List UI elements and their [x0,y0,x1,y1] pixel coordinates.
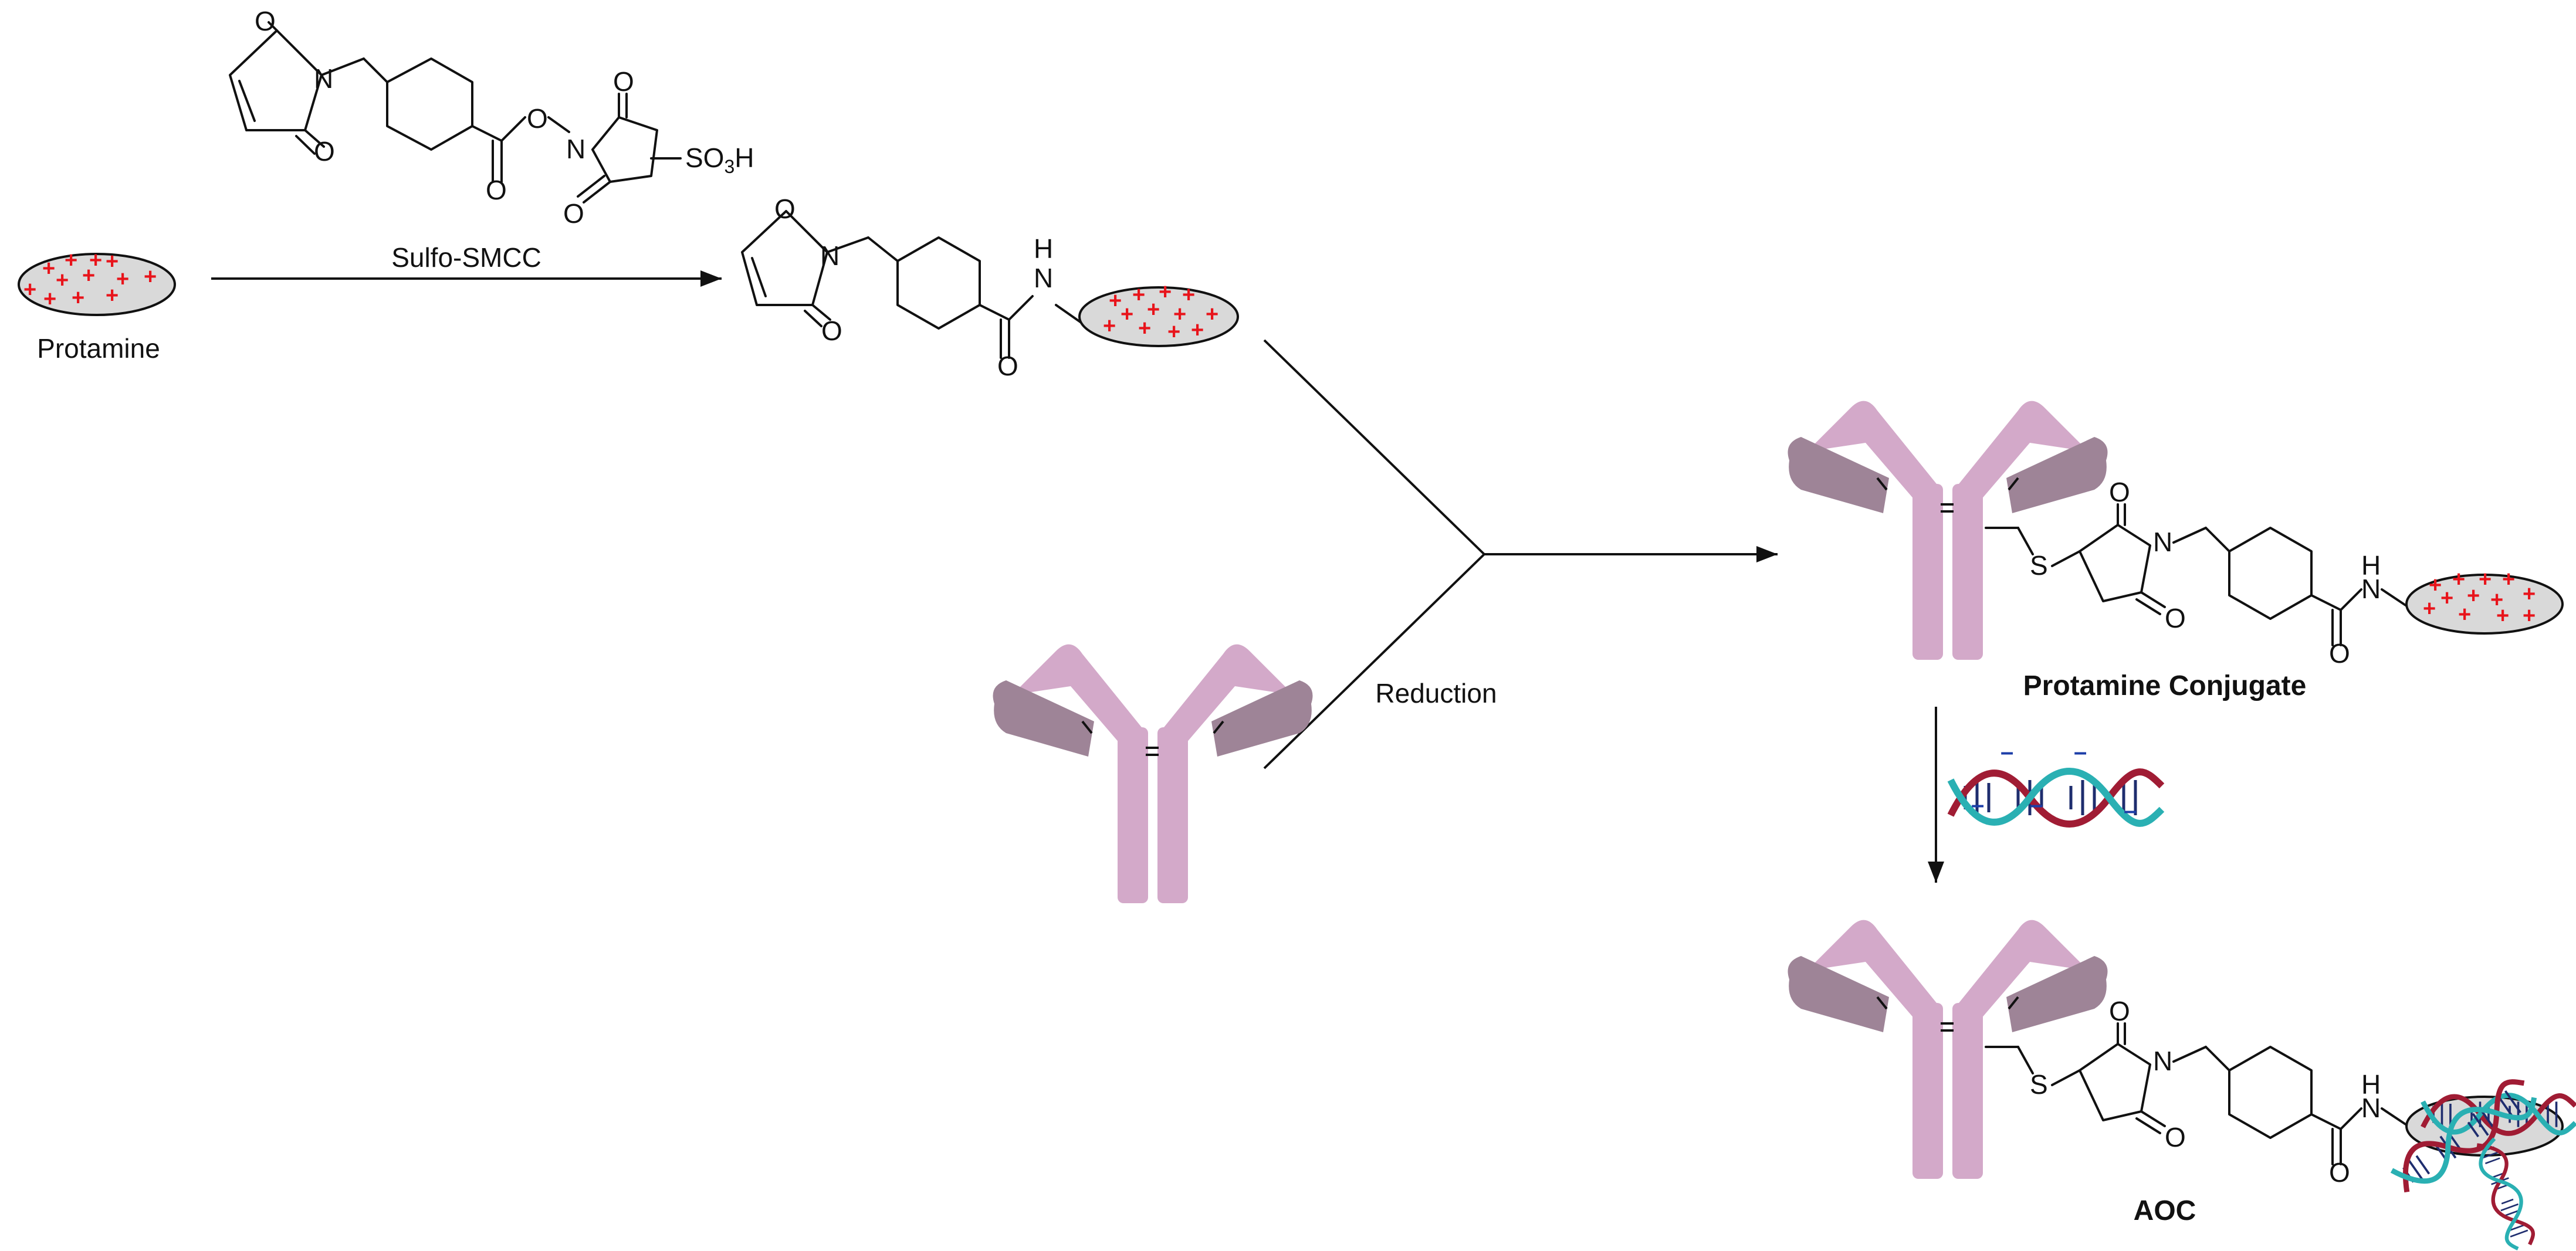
plus-sign: + [2523,604,2536,628]
protamine-ellipse [2405,574,2564,635]
plus-sign: + [56,268,69,293]
plus-sign: + [1167,320,1180,344]
plus-sign: + [2423,596,2436,621]
plus-sign: + [1138,316,1151,341]
positive-charges: + + + + + + + + + + + + [23,248,157,311]
plus-sign: + [2429,573,2442,598]
plus-sign: + [1103,314,1116,338]
plus-sign: + [2490,588,2503,612]
protamine-ellipse [18,253,176,316]
atom-oxygen: O [2109,477,2130,507]
atom-oxygen: O [2329,638,2350,669]
positive-charges: + + + + + + + + + + + + [2423,567,2536,628]
plus-sign: + [65,248,77,273]
plus-sign: + [2479,567,2492,592]
atom-nitrogen: N [1034,263,1053,293]
atom-oxygen: O [613,66,634,97]
aoc-label: AOC [2134,1195,2196,1226]
atom-nitrogen: N [2153,527,2172,557]
atom-nitrogen: N [2361,1093,2381,1123]
atom-hydrogen: H [2361,1069,2381,1100]
minus-sign: – [2074,739,2087,765]
plus-sign: + [89,248,102,273]
plus-sign: + [1159,280,1172,304]
plus-sign: + [1173,302,1186,327]
atom-sulfur: S [2030,550,2048,581]
plus-sign: + [106,249,119,274]
plus-sign: + [43,287,56,311]
aoc-product: S O O N O H N [1786,918,2576,1251]
plus-sign: + [2496,604,2509,628]
plus-sign: + [2502,567,2515,592]
sulfo-smcc-label: Sulfo-SMCC [391,242,541,273]
atom-oxygen: O [2165,603,2186,633]
convergence-line-top [1263,339,1485,555]
plus-sign: + [1206,302,1218,327]
plus-sign: + [2452,567,2465,592]
atom-oxygen: O [2109,996,2130,1026]
plus-sign: + [1182,283,1195,307]
plus-sign: + [1121,302,1133,327]
sulfo-smcc-structure: O O N O O N O O SO3H [229,6,754,229]
atom-oxygen: O [821,316,842,346]
atom-hydrogen: H [1034,233,1053,264]
protamine-conjugate-label: Protamine Conjugate [2023,670,2307,701]
maleimide-protamine-intermediate: O O N O H N + + + + + + + + + + + + [741,194,1239,381]
plus-sign: + [72,286,84,310]
minus-sign: – [2030,792,2043,818]
atom-oxygen: O [563,198,584,229]
plus-sign: + [144,265,157,289]
plus-sign: + [23,277,36,302]
protamine-conjugate: S O O N O H N + + + + + + + + + + [1786,399,2564,669]
antibody-icon [1786,918,2109,1180]
antibody-icon [991,643,1314,904]
plus-sign: + [82,263,95,288]
convergence-line-bottom [1263,553,1485,769]
plus-sign: + [1109,289,1122,313]
atom-nitrogen: N [566,134,585,164]
plus-sign: + [2467,584,2480,608]
atom-nitrogen: N [2153,1046,2172,1076]
sulfonate-group: SO3H [685,143,754,177]
atom-oxygen: O [314,136,335,167]
plus-sign: + [116,267,129,291]
plus-sign: + [1132,283,1145,307]
atom-nitrogen: N [314,63,333,94]
atom-oxygen: O [997,351,1018,381]
atom-oxygen: O [255,6,276,36]
atom-nitrogen: N [2361,574,2381,604]
protamine-label: Protamine [37,333,160,364]
minus-sign: – [1971,792,1984,818]
atom-hydrogen: H [2361,550,2381,581]
plus-sign: + [2458,602,2471,627]
atom-oxygen: O [2165,1122,2186,1152]
protamine-molecule: + + + + + + + + + + + + [18,248,176,316]
plus-sign: + [2440,586,2453,611]
antibody-icon [1786,399,2109,661]
atom-sulfur: S [2030,1069,2048,1100]
plus-sign: + [106,283,119,308]
atom-oxygen: O [486,175,507,205]
plus-sign: + [42,256,55,281]
atom-oxygen: O [2329,1157,2350,1188]
plus-sign: + [1147,297,1160,322]
atom-nitrogen: N [820,240,840,271]
minus-sign: – [2000,739,2013,765]
positive-charges: + + + + + + + + + + + + [1103,280,1218,344]
plus-sign: + [2523,582,2536,606]
reduction-label: Reduction [1375,678,1497,708]
atom-oxygen: O [527,103,548,134]
plus-sign: + [1191,318,1204,343]
protamine-ellipse [1078,286,1239,347]
atom-oxygen: O [774,194,796,224]
minus-sign: – [2124,798,2137,823]
dna-helix-icon: – – – – – [1951,739,2162,824]
